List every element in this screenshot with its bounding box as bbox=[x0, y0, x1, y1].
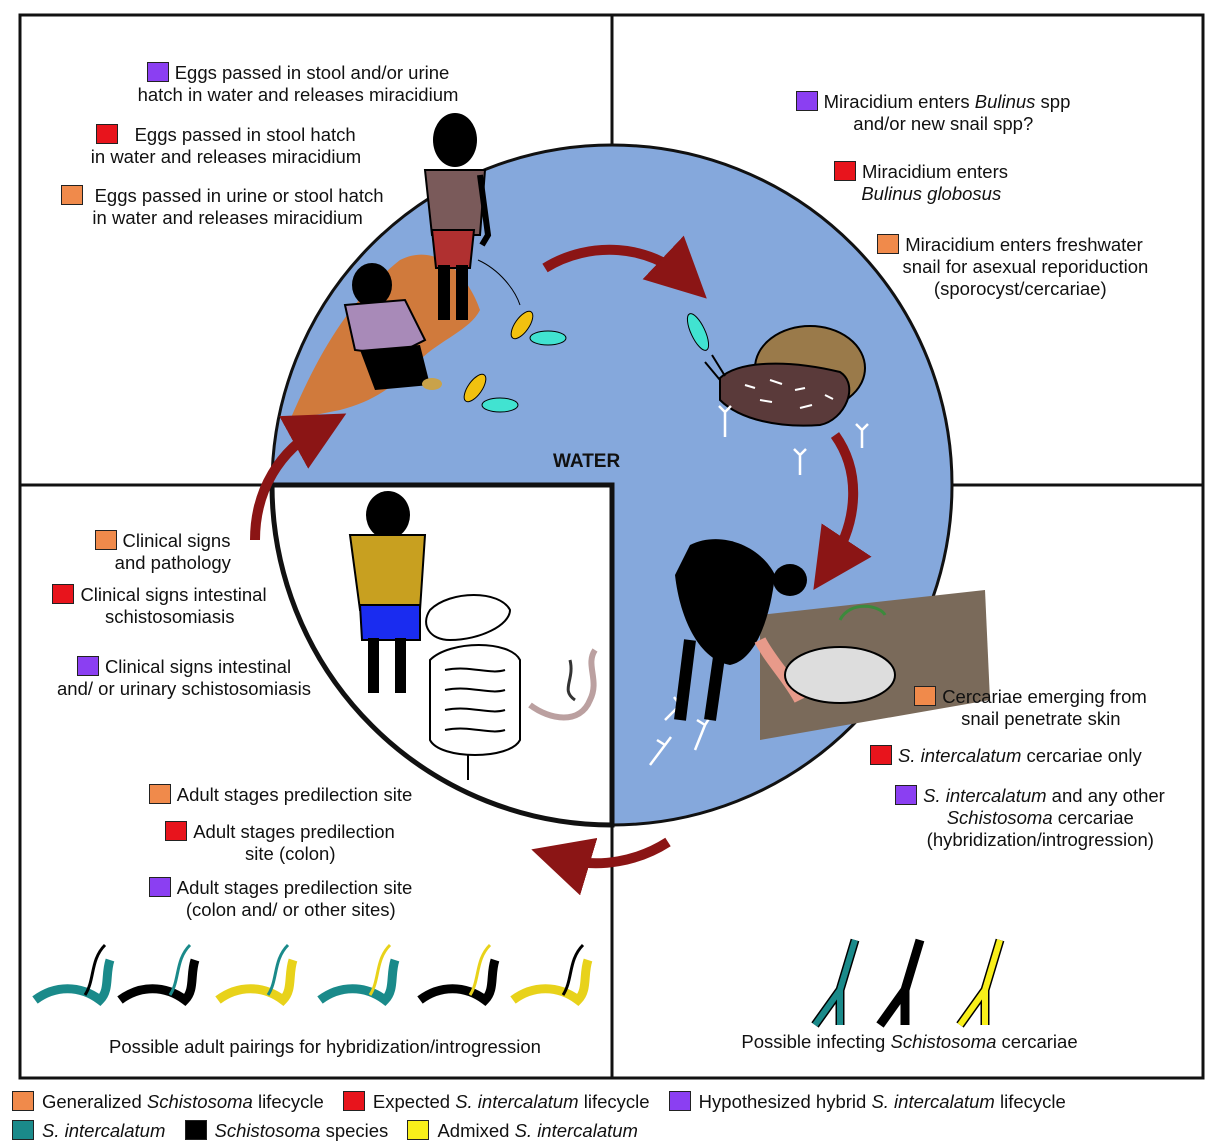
legend-hybrid: Hypothesized hybrid S. intercalatum life… bbox=[668, 1091, 1066, 1112]
hybrid-swatch bbox=[146, 62, 169, 82]
general-swatch bbox=[61, 185, 84, 205]
eggs-and-miracidia bbox=[463, 310, 710, 413]
expected-swatch bbox=[96, 124, 119, 144]
tr-hybrid-label: Miracidium enters Bulinus spp and/or new… bbox=[778, 91, 1088, 135]
lm-general-label: Clinical signs and pathology bbox=[80, 530, 245, 574]
cercaria-black bbox=[876, 938, 925, 1028]
bl-hybrid-label: Adult stages predilection site (colon an… bbox=[128, 877, 433, 921]
intestine-illustration bbox=[425, 594, 521, 780]
expected-swatch bbox=[870, 745, 892, 765]
general-swatch bbox=[94, 530, 117, 550]
adult-worm-pair-center bbox=[528, 648, 598, 721]
legend-row-1: Generalized Schistosoma lifecycle Expect… bbox=[12, 1091, 1080, 1113]
pairing-1 bbox=[32, 943, 115, 1006]
pairing-5 bbox=[417, 943, 500, 1006]
hybrid-swatch bbox=[148, 877, 171, 897]
legend-schistosoma-species: Schistosoma species bbox=[184, 1120, 388, 1141]
child-squatting-figure bbox=[343, 263, 442, 390]
tr-expected-label: Miracidium enters Bulinus globosus bbox=[816, 161, 1026, 205]
pairing-6 bbox=[510, 943, 593, 1006]
tr-general-label: Miracidium enters freshwater snail for a… bbox=[845, 234, 1175, 300]
expected-swatch bbox=[52, 584, 75, 604]
pairing-2 bbox=[117, 943, 200, 1006]
water-label: WATER bbox=[553, 451, 621, 472]
pairing-3 bbox=[215, 943, 298, 1006]
cercariae-small bbox=[649, 405, 869, 766]
expected-swatch bbox=[165, 821, 188, 841]
tl-general-label: Eggs passed in urine or stool hatch in w… bbox=[30, 185, 415, 229]
arrow-to-snail bbox=[542, 235, 707, 299]
child-standing-figure bbox=[423, 113, 521, 320]
cercariae-caption: Possible infecting Schistosoma cercariae bbox=[741, 1031, 1078, 1052]
bl-general-label: Adult stages predilection site bbox=[128, 784, 433, 806]
rm-expected-label: S. intercalatum cercariae only bbox=[870, 745, 1188, 767]
general-swatch bbox=[914, 686, 937, 706]
legend-expected: Expected S. intercalatum lifecycle bbox=[342, 1091, 650, 1112]
hybrid-swatch bbox=[795, 91, 818, 111]
cercariae-types bbox=[811, 938, 1005, 1028]
legend-admixed: Admixed S. intercalatum bbox=[407, 1120, 638, 1141]
bl-expected-label: Adult stages predilection site (colon) bbox=[146, 821, 414, 865]
legend-row-2: S. intercalatum Schistosoma species Admi… bbox=[12, 1120, 652, 1142]
expected-swatch bbox=[834, 161, 856, 181]
cercaria-yellow bbox=[956, 938, 1005, 1028]
general-swatch bbox=[148, 784, 171, 804]
legend-generalized: Generalized Schistosoma lifecycle bbox=[12, 1091, 324, 1112]
arrow-to-human bbox=[813, 432, 872, 590]
rm-hybrid-label: S. intercalatum and any other Schistosom… bbox=[870, 785, 1190, 851]
infected-child-figure bbox=[348, 491, 427, 693]
cercaria-teal bbox=[811, 938, 860, 1028]
pairing-4 bbox=[317, 943, 400, 1006]
general-swatch bbox=[877, 234, 900, 254]
rm-general-label: Cercariae emerging from snail penetrate … bbox=[893, 686, 1168, 730]
arrow-to-eggs bbox=[250, 413, 347, 541]
adult-pairings-row bbox=[32, 943, 593, 1006]
hybrid-swatch bbox=[895, 785, 918, 805]
legend-s-intercalatum: S. intercalatum bbox=[12, 1120, 165, 1141]
snail bbox=[704, 325, 866, 427]
adult-pairings-caption: Possible adult pairings for hybridizatio… bbox=[109, 1036, 541, 1057]
arrow-to-adult bbox=[531, 837, 671, 896]
hybrid-swatch bbox=[76, 656, 99, 676]
lm-expected-label: Clinical signs intestinal schistosomiasi… bbox=[32, 584, 287, 628]
